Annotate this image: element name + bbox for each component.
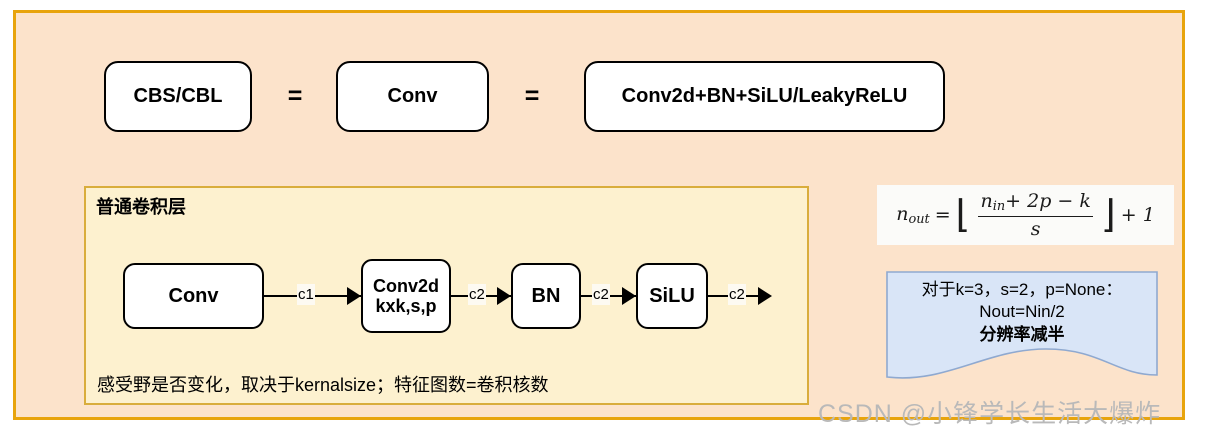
formula-lhs: nout — [896, 203, 930, 227]
equals-sign-1: = — [287, 82, 303, 110]
output-size-formula: nout = ⌊ nin+ 2p − k s ⌋ + 1 — [896, 190, 1155, 239]
box-conv-expansion: Conv2d+BN+SiLU/LeakyReLU — [584, 61, 945, 132]
formula-equals: = — [934, 204, 951, 226]
chain-node-bn-label: BN — [531, 284, 561, 307]
blue-note-shape: 对于k=3，s=2，p=None： Nout=Nin/2 分辨率减半 — [886, 271, 1158, 385]
blue-note-text: 对于k=3，s=2，p=None： Nout=Nin/2 分辨率减半 — [886, 279, 1158, 346]
chain-node-silu-label: SiLU — [649, 284, 695, 307]
outer-frame: CBS/CBL = Conv = Conv2d+BN+SiLU/LeakyReL… — [13, 10, 1185, 420]
formula-lhs-sub: out — [908, 212, 930, 228]
arrowhead-4 — [758, 287, 772, 305]
formula-num-n-sub: in — [992, 199, 1006, 215]
edge-label-c1: c1 — [297, 284, 315, 305]
blue-note-line3: 分辨率减半 — [979, 324, 1065, 344]
formula-lhs-base: n — [896, 202, 909, 225]
blue-note-line1: 对于k=3，s=2，p=None： — [921, 280, 1123, 299]
formula-numerator: nin+ 2p − k — [978, 190, 1092, 215]
box-conv-top: Conv — [336, 61, 489, 132]
chain-node-bn: BN — [511, 263, 581, 329]
wavy-note-path — [886, 271, 1158, 379]
box-cbs-cbl: CBS/CBL — [104, 61, 252, 132]
chain-node-conv2d-line2: kxk,s,p — [375, 296, 437, 316]
box-conv-expansion-label: Conv2d+BN+SiLU/LeakyReLU — [621, 85, 908, 108]
floor-bracket-open: ⌊ — [955, 192, 971, 237]
formula-box: nout = ⌊ nin+ 2p − k s ⌋ + 1 — [877, 185, 1174, 245]
chain-node-conv2d: Conv2d kxk,s,p — [361, 259, 451, 333]
arrowhead-1 — [347, 287, 361, 305]
formula-num-n: n — [980, 190, 993, 213]
edge-label-c2-a: c2 — [468, 284, 486, 305]
chain-node-conv-label: Conv — [168, 284, 219, 307]
blue-note-line2: Nout=Nin/2 — [979, 302, 1065, 322]
panel-caption: 感受野是否变化，取决于kernalsize；特征图数=卷积核数 — [97, 375, 549, 395]
arrowhead-2 — [497, 287, 511, 305]
formula-denominator: s — [978, 215, 1093, 240]
chain-node-conv: Conv — [123, 263, 264, 329]
wavy-note-svg — [886, 271, 1158, 379]
arrowhead-3 — [622, 287, 636, 305]
watermark: CSDN @小锋学长生活大爆炸 — [818, 400, 1162, 428]
formula-plus-one: + 1 — [1120, 204, 1155, 226]
chain-node-conv2d-line1: Conv2d — [372, 275, 439, 296]
box-conv-top-label: Conv — [387, 85, 438, 108]
equals-sign-2: = — [524, 82, 540, 110]
edge-label-c2-c: c2 — [728, 284, 746, 305]
formula-num-rest: + 2p − k — [1005, 190, 1091, 213]
formula-fraction: nin+ 2p − k s — [975, 190, 1095, 240]
chain-node-silu: SiLU — [636, 263, 708, 329]
panel-title: 普通卷积层 — [96, 197, 186, 217]
floor-bracket-close: ⌋ — [1100, 192, 1116, 237]
box-cbs-cbl-label: CBS/CBL — [133, 85, 223, 108]
edge-label-c2-b: c2 — [592, 284, 610, 305]
